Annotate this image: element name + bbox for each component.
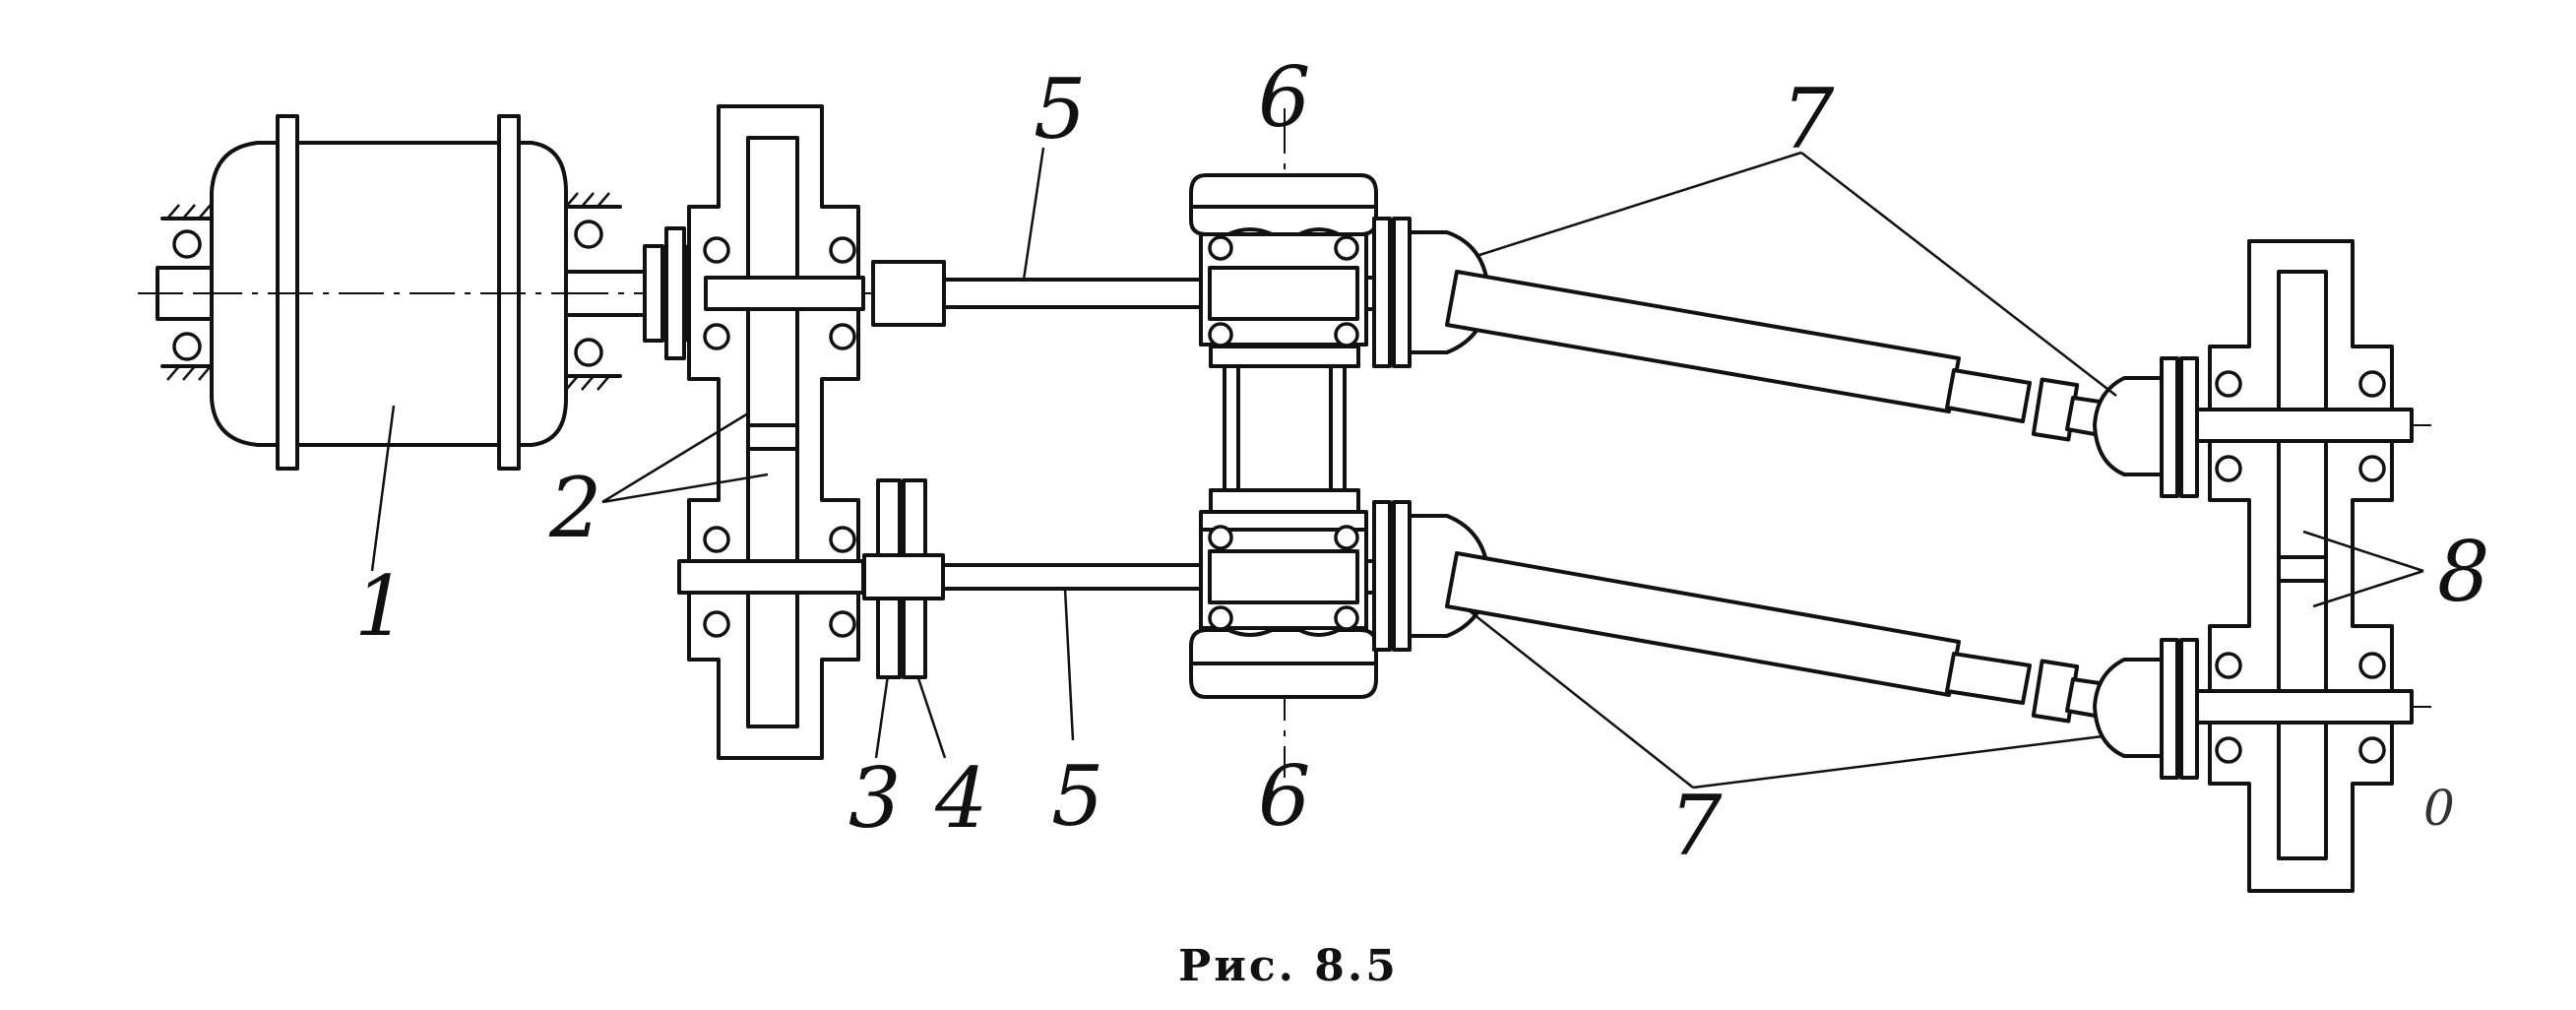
upper-universal-joint-right <box>2093 376 2164 476</box>
gearbox-8-inner-gear <box>2277 270 2328 860</box>
label-6-top: 6 <box>1258 49 1310 146</box>
label-8: 8 <box>2437 524 2489 620</box>
motor-bearing-left-top <box>172 229 202 259</box>
label-5-bottom: 5 <box>1051 748 1103 845</box>
lower-spindle-flange-left <box>1372 500 1412 652</box>
work-rolls <box>1209 345 1360 514</box>
leader-3 <box>874 674 890 759</box>
roll-stand-6 <box>1189 173 1378 699</box>
gearbox-8 <box>2195 239 2414 893</box>
gearbox-2 <box>677 104 865 760</box>
label-3: 3 <box>848 750 901 847</box>
electric-motor <box>156 114 647 471</box>
lower-spindle <box>1364 500 2199 780</box>
upper-shaft-5 <box>871 260 1212 327</box>
label-4: 4 <box>934 750 987 847</box>
label-2: 2 <box>548 460 601 556</box>
upper-shaft-rod <box>942 278 1212 309</box>
leader-7a-right <box>1800 152 2117 397</box>
upper-shaft-coupling <box>871 260 946 327</box>
figure-caption: Рис. 8.5 <box>1178 941 1399 991</box>
leader-7b-left <box>1468 609 1694 789</box>
stray-mark: 0 <box>2423 780 2455 837</box>
lower-shaft-5 <box>861 478 1212 679</box>
leader-7a-left <box>1476 151 1802 258</box>
leader-7b-right <box>1692 734 2104 789</box>
motor-bearing-left-bottom <box>172 332 202 361</box>
gearbox-2-inner-gear <box>746 136 799 728</box>
label-6-bottom: 6 <box>1258 748 1310 845</box>
leader-4 <box>915 674 947 759</box>
leader-5-top <box>1022 147 1045 281</box>
lower-spindle-tube <box>1445 551 1961 697</box>
motor-bearing-right-top <box>574 220 603 249</box>
upper-spindle-flange-right <box>2160 356 2199 498</box>
leader-8b <box>2312 569 2424 608</box>
motor-body <box>210 141 568 447</box>
label-7-bottom: 7 <box>1669 778 1723 874</box>
upper-spindle <box>1364 217 2199 498</box>
leader-2a <box>601 411 749 504</box>
label-7-top: 7 <box>1782 71 1835 167</box>
motor-bearing-right-bottom <box>574 338 603 367</box>
lower-spindle-flange-right <box>2160 638 2199 780</box>
motor-support-right <box>559 192 622 391</box>
callout-labels: 1 2 3 4 5 5 6 6 7 7 8 0 <box>354 49 2489 874</box>
motor-support-left <box>160 204 220 381</box>
leader-5-bottom <box>1063 588 1075 741</box>
leader-lines <box>370 147 2424 789</box>
leader-2b <box>601 473 769 504</box>
leader-1 <box>370 405 396 572</box>
label-5-top: 5 <box>1034 61 1086 158</box>
lower-universal-joint-right <box>2093 658 2164 758</box>
leader-8a <box>2302 530 2424 573</box>
upper-spindle-flange-left <box>1372 217 1412 368</box>
upper-spindle-tube <box>1445 270 1961 413</box>
label-1: 1 <box>354 558 407 655</box>
